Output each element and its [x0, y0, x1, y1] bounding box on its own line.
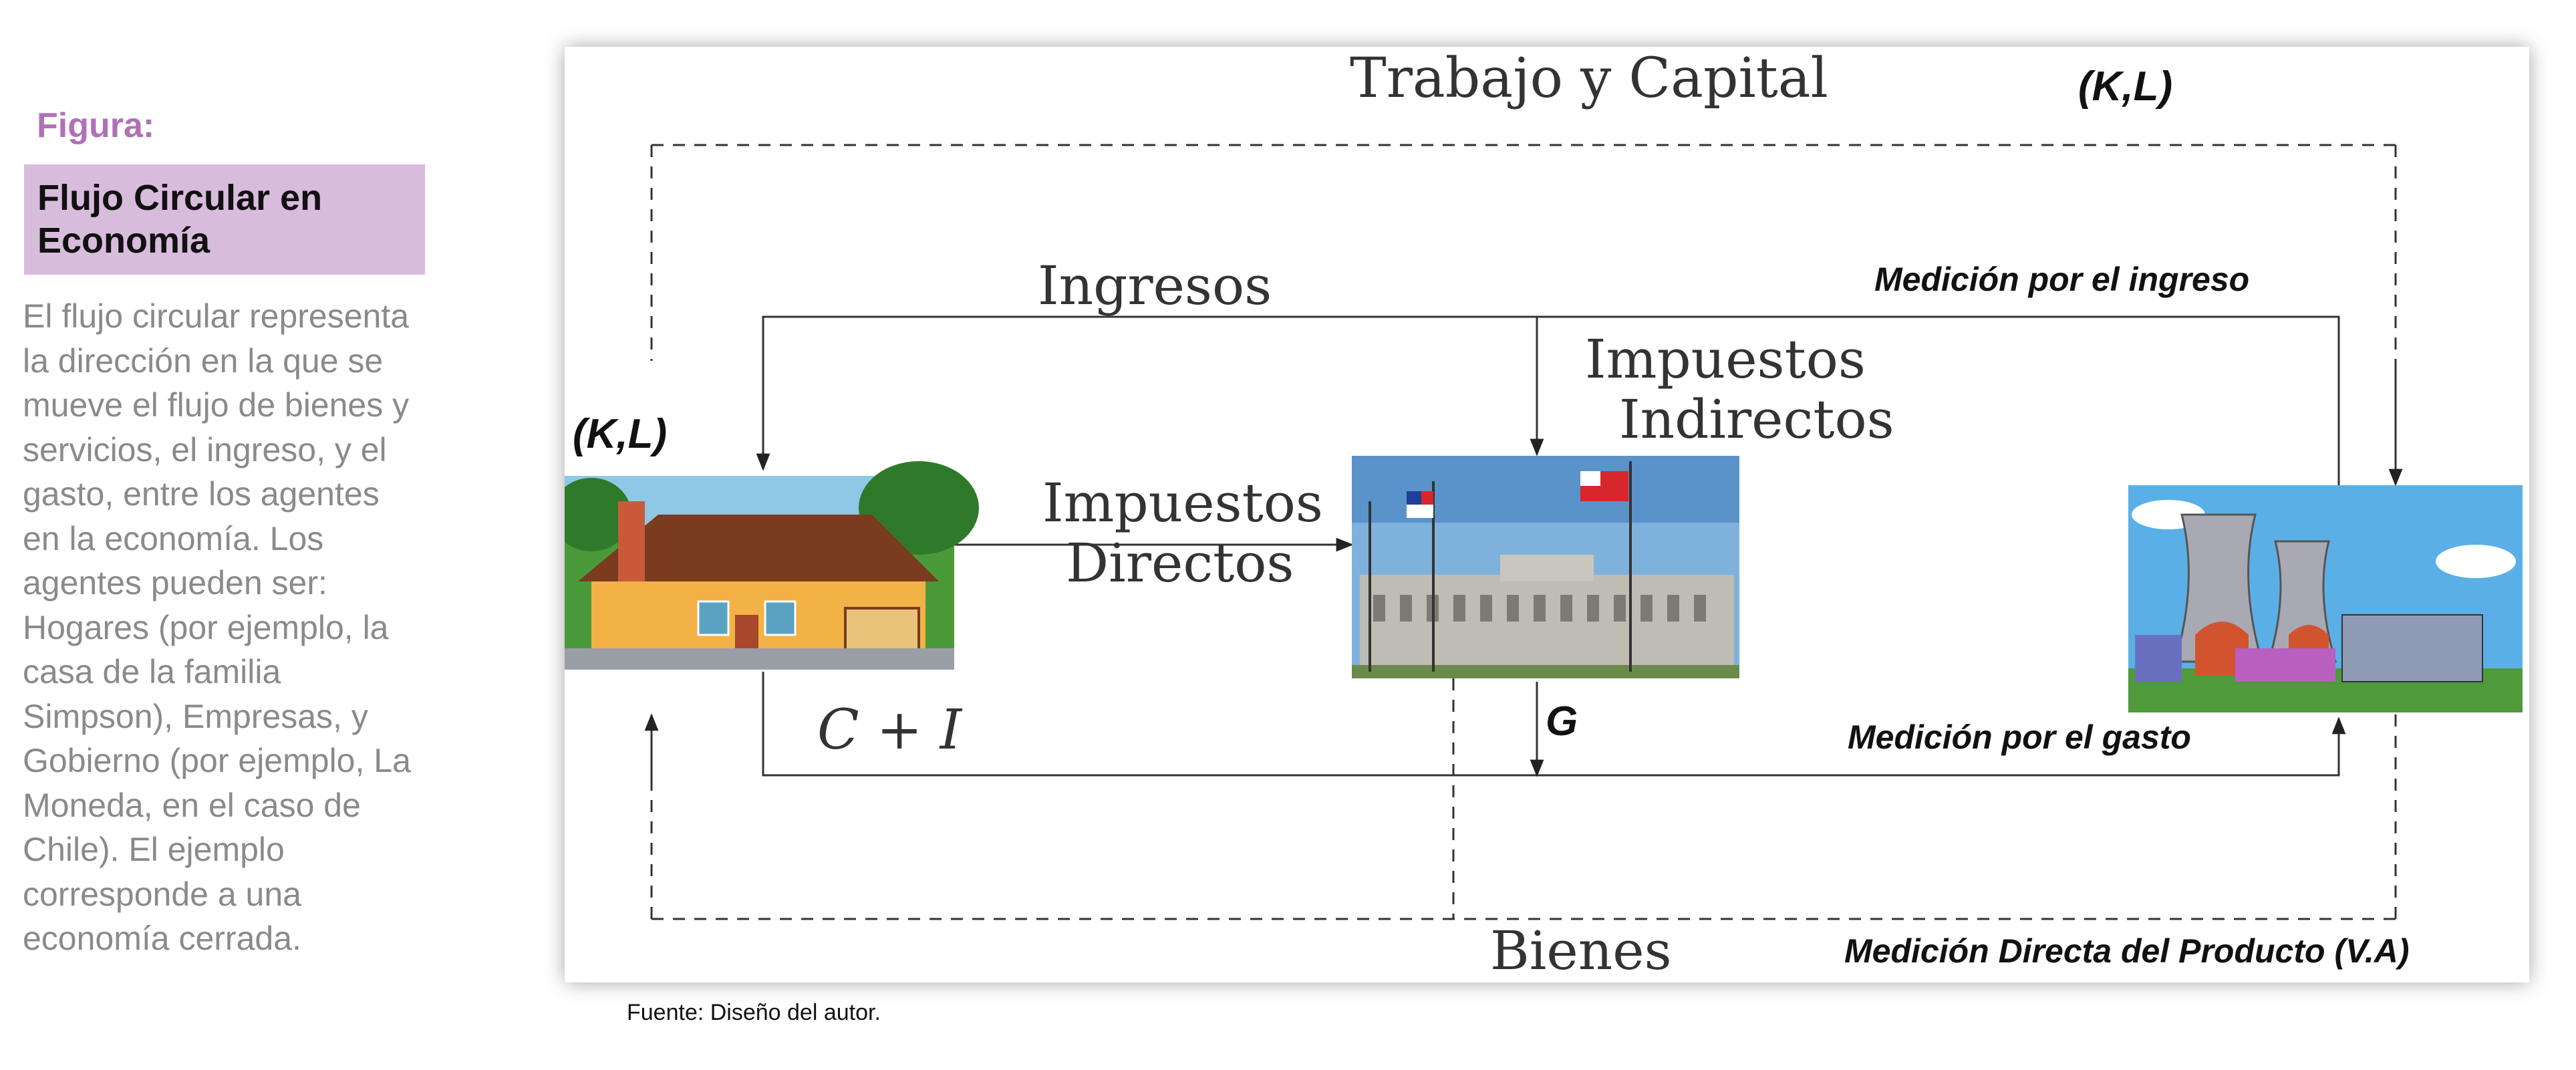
label-medicion-ingreso: Medición por el ingreso	[1874, 261, 2249, 298]
label-g: G	[1546, 698, 1578, 745]
household-image	[565, 461, 979, 670]
label-bienes: Bienes	[1490, 920, 1672, 982]
figure-label: Figura:	[37, 106, 155, 145]
government-image	[1352, 456, 1739, 678]
figure-title: Flujo Circular en Economía	[37, 178, 323, 261]
label-medicion-directa: Medición Directa del Producto (V.A)	[1844, 932, 2410, 970]
label-impuestos-directos-1: Impuestos	[1042, 472, 1323, 534]
label-impuestos-indirectos-1: Impuestos	[1585, 328, 1866, 390]
circular-flow-diagram: Trabajo y Capital (K,L) Ingresos Medició…	[565, 47, 2523, 982]
figure-panel: Trabajo y Capital (K,L) Ingresos Medició…	[565, 47, 2529, 982]
label-c-plus-i: C + I	[817, 698, 963, 762]
label-impuestos-indirectos-2: Indirectos	[1619, 388, 1894, 450]
label-impuestos-directos-2: Directos	[1066, 532, 1294, 594]
label-trabajo-capital: Trabajo y Capital	[1350, 47, 1828, 110]
income-loop	[756, 315, 2340, 488]
sidebar: Figura: Flujo Circular en Economía El fl…	[0, 0, 468, 1070]
figure-source: Fuente: Diseño del autor.	[627, 1000, 881, 1025]
figure-description: El flujo circular representa la direcció…	[23, 297, 411, 957]
spending-loop	[762, 672, 2346, 777]
figure-title-box: Flujo Circular en Economía	[24, 164, 425, 275]
label-kl-left: (K,L)	[573, 411, 667, 457]
label-ingresos: Ingresos	[1038, 255, 1272, 317]
label-medicion-gasto: Medición por el gasto	[1848, 718, 2191, 756]
firm-image	[2128, 485, 2523, 712]
label-kl-top: (K,L)	[2078, 63, 2172, 110]
